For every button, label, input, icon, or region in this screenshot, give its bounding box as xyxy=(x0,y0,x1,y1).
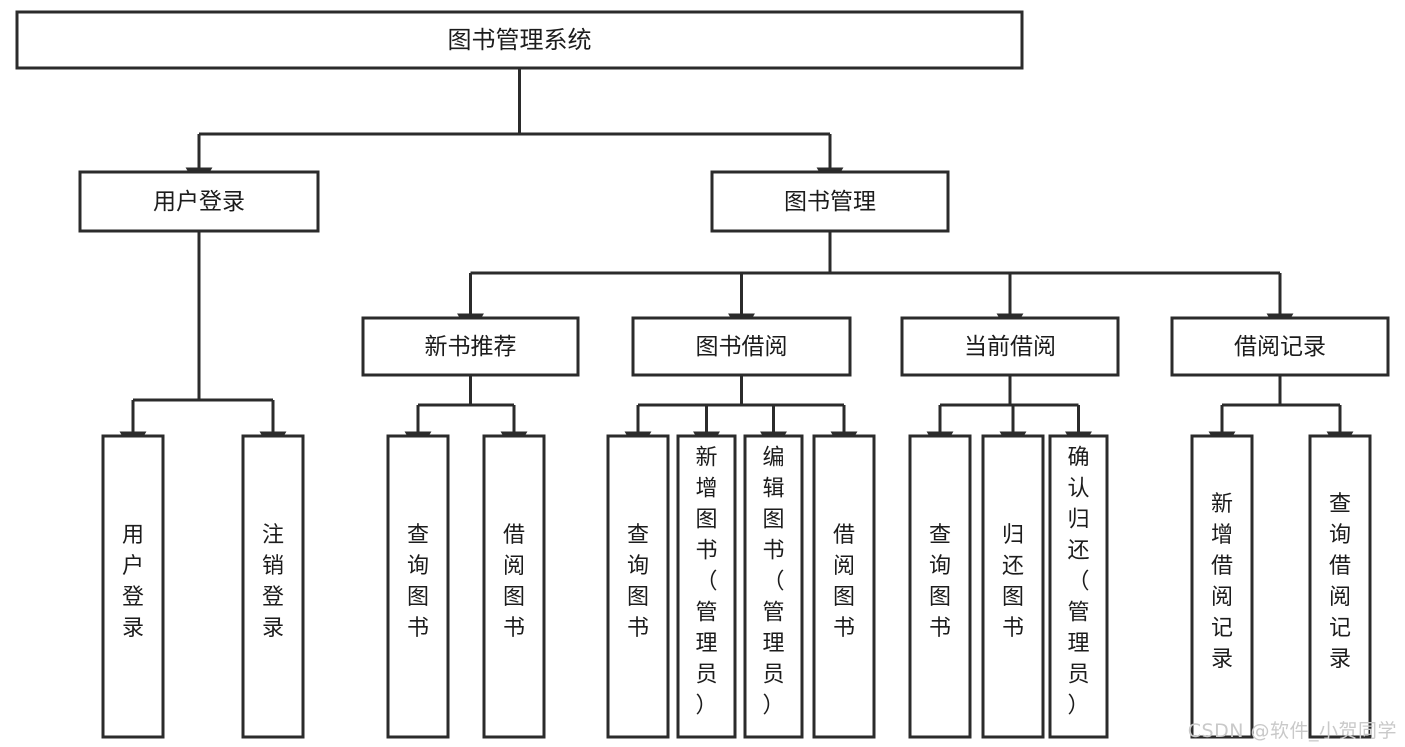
leaf-node-label: 查询图书 xyxy=(929,523,951,641)
leaf-node-label: 借阅图书 xyxy=(503,523,525,641)
leaf-node-label: 注销登录 xyxy=(262,523,284,641)
leaf-node[interactable]: 确认归还（管理员） xyxy=(1048,434,1109,739)
level2-node-book-borrow-label: 图书借阅 xyxy=(696,334,788,360)
leaf-node[interactable]: 查询图书 xyxy=(386,434,450,739)
csdn-watermark: CSDN @软件_小贺同学 xyxy=(1187,720,1397,742)
leaf-node[interactable]: 查询借阅记录 xyxy=(1308,434,1372,739)
level1-node-book-manage[interactable]: 图书管理 xyxy=(710,170,950,233)
leaf-node-label: 编辑图书（管理员） xyxy=(762,446,784,719)
level2-node-borrow-record[interactable]: 借阅记录 xyxy=(1170,316,1390,377)
leaf-node-label: 查询借阅记录 xyxy=(1329,492,1351,672)
level2-node-book-borrow[interactable]: 图书借阅 xyxy=(631,316,852,377)
leaf-node-label: 用户登录 xyxy=(122,523,144,641)
leaf-node[interactable]: 编辑图书（管理员） xyxy=(743,434,804,739)
level1-node-user-login-label: 用户登录 xyxy=(153,189,245,215)
leaf-node[interactable]: 新增图书（管理员） xyxy=(676,434,737,739)
level1-node-user-login[interactable]: 用户登录 xyxy=(78,170,320,233)
level2-node-new-book-recommend[interactable]: 新书推荐 xyxy=(361,316,580,377)
leaf-node-label: 新增图书（管理员） xyxy=(695,446,717,719)
leaf-node[interactable]: 查询图书 xyxy=(908,434,972,739)
leaf-node[interactable]: 借阅图书 xyxy=(482,434,546,739)
leaf-node-label: 归还图书 xyxy=(1002,523,1024,641)
leaf-node-label: 查询图书 xyxy=(627,523,649,641)
level2-node-current-borrow[interactable]: 当前借阅 xyxy=(900,316,1120,377)
leaf-node[interactable]: 用户登录 xyxy=(101,434,165,739)
leaf-node[interactable]: 注销登录 xyxy=(241,434,305,739)
nodes-layer: 图书管理系统用户登录图书管理新书推荐图书借阅当前借阅借阅记录用户登录注销登录查询… xyxy=(15,10,1390,739)
leaf-node[interactable]: 归还图书 xyxy=(981,434,1045,739)
leaf-node-label: 借阅图书 xyxy=(833,523,855,641)
level1-node-book-manage-label: 图书管理 xyxy=(784,189,876,215)
root-node[interactable]: 图书管理系统 xyxy=(15,10,1024,70)
leaf-node[interactable]: 借阅图书 xyxy=(812,434,876,739)
level2-node-borrow-record-label: 借阅记录 xyxy=(1234,334,1326,360)
leaf-node-label: 查询图书 xyxy=(407,523,429,641)
level2-node-current-borrow-label: 当前借阅 xyxy=(964,334,1056,360)
leaf-node-label: 新增借阅记录 xyxy=(1211,492,1233,672)
leaf-node-label: 确认归还（管理员） xyxy=(1067,446,1089,719)
edges-layer xyxy=(119,68,1354,454)
root-node-label: 图书管理系统 xyxy=(448,26,592,54)
level2-node-new-book-recommend-label: 新书推荐 xyxy=(425,334,517,360)
leaf-node[interactable]: 查询图书 xyxy=(606,434,670,739)
leaf-node[interactable]: 新增借阅记录 xyxy=(1190,434,1254,739)
